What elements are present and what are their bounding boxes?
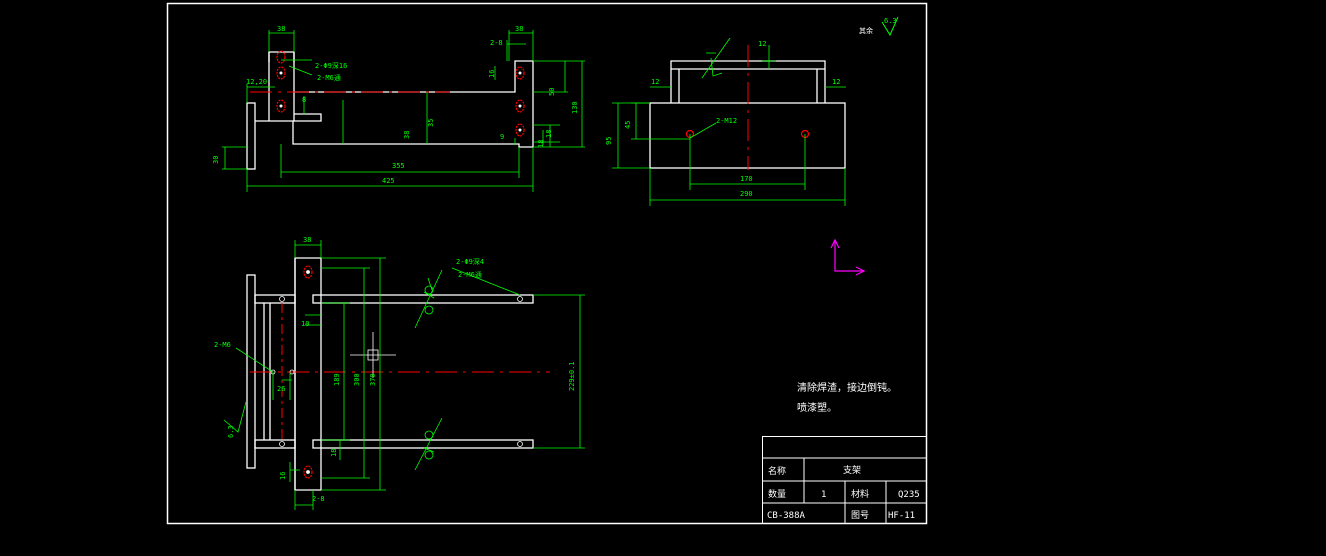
dim-300: 300 [353,373,361,386]
dim-30: 30 [212,156,220,164]
title-drawing-label: 图号 [851,510,869,521]
holes-m6: 2-M6 [214,341,231,349]
dim-18a: 18 [537,140,545,148]
finish-label: 其余 [859,26,873,35]
dim-355: 355 [392,162,405,170]
hole-note-1: 2-Φ9深16 [315,61,347,70]
dim-10: 10 [301,320,309,328]
dim-8: 8 [302,96,306,104]
surface-finish-symbol-top: 其余 6.3 [859,16,899,37]
title-qty-value: 1 [821,490,826,500]
dim-290: 290 [740,190,753,198]
title-material-value: Q235 [898,490,920,500]
note-line-2: 喷漆塑。 [797,401,837,414]
title-name-label: 名称 [768,465,786,477]
side-view: 12 12 12 45 95 2-M12 170 290 [605,37,846,206]
hole-note-2: 2-M6通 [458,270,482,279]
dim-12-right: 12 [832,78,840,86]
ucs-axis-icon [830,238,866,276]
dim-slot: 2-8 [312,495,325,503]
dim-left-small: 12,20 [246,78,267,86]
dim-170: 170 [740,175,753,183]
title-qty-label: 数量 [768,488,786,500]
dim-130: 130 [571,101,579,114]
dim-18b: 18 [545,130,553,138]
dim-18: 18 [330,449,338,457]
dim-26: 26 [277,385,285,393]
title-material-label: 材料 [851,488,869,500]
dim-slot: 2-8 [490,39,503,47]
hole-note-2: 2-M6通 [317,73,341,82]
dim-35: 35 [427,119,435,127]
title-name-value: 支架 [843,464,861,476]
dim-12-top: 12 [758,40,766,48]
dim-50: 50 [548,88,556,96]
dim-425: 425 [382,177,395,185]
cursor-crosshair [350,332,396,378]
dim-12-left: 12 [651,78,659,86]
front-view: 38 38 2-8 2-Φ9深16 2-M6通 12,20 8 35 38 16… [212,25,585,192]
dim-38: 38 [403,131,411,139]
dim-95: 95 [605,137,613,145]
title-code-left: CB-388A [767,511,806,521]
title-block [762,436,927,524]
dim-16: 16 [488,70,496,78]
dim-370: 370 [369,373,377,386]
holes-m12: 2-M12 [716,117,737,125]
finish-value: 6.3 [884,17,897,25]
title-code-right: HF-11 [888,511,915,521]
dim-45: 45 [624,121,632,129]
dim-189: 189 [333,373,341,386]
hole-note-1: 2-Φ9深4 [456,257,484,266]
dim-229: 229±0.1 [568,361,576,391]
top-view: 38 2-Φ9深4 2-M6通 2-M6 10 189 300 370 26 1… [214,236,585,510]
dim-38: 38 [303,236,311,244]
drawing-frame [166,2,928,525]
dim-38-left: 38 [277,25,285,33]
dim-38-right: 38 [515,25,523,33]
dim-9: 9 [500,133,504,141]
dim-16: 16 [279,472,287,480]
finish-value-left: 6.3 [227,425,235,438]
note-line-1: 清除焊渣，接边倒钝。 [797,381,897,394]
